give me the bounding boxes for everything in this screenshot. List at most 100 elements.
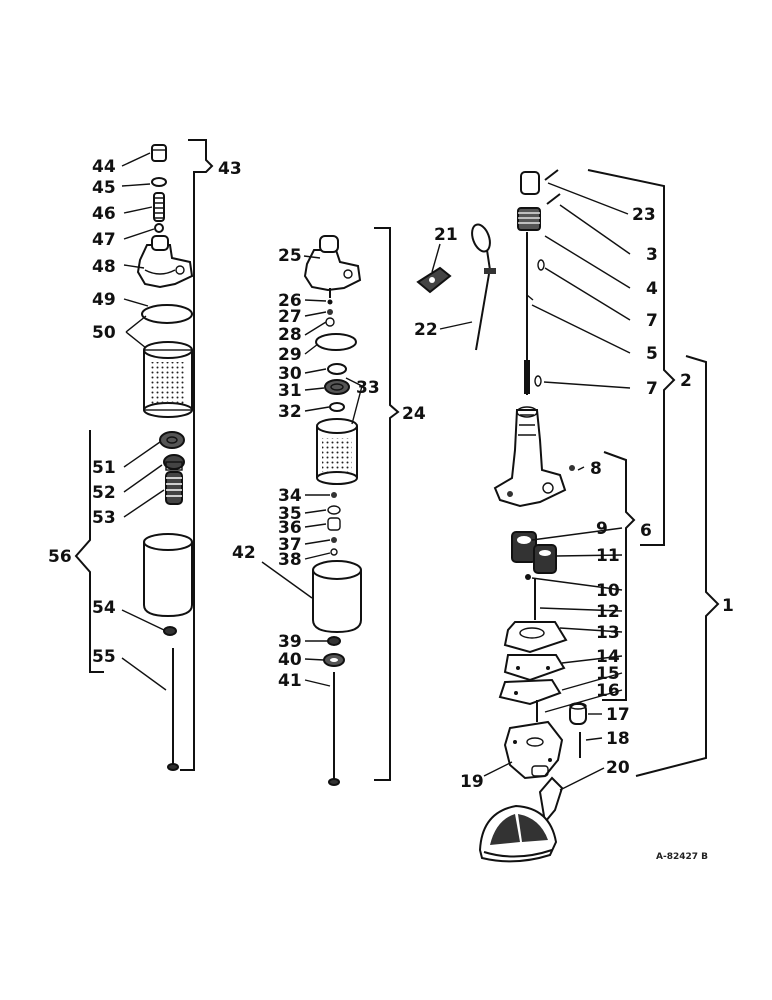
pump-body xyxy=(493,406,567,508)
part-4-gear xyxy=(517,207,541,231)
label-46: 46 xyxy=(92,204,116,224)
part-38-seal xyxy=(330,548,338,556)
part-11-gear xyxy=(533,544,557,574)
middle-filter-assembly xyxy=(303,235,362,786)
part-37-ball xyxy=(331,537,337,543)
part-34-washer xyxy=(331,492,337,498)
label-39: 39 xyxy=(278,632,302,652)
label-33: 33 xyxy=(356,378,380,398)
part-50-filter-element xyxy=(143,341,193,418)
label-40: 40 xyxy=(278,650,302,670)
label-5: 5 xyxy=(646,344,658,364)
label-11: 11 xyxy=(596,546,620,566)
part-49-gasket xyxy=(141,304,193,324)
left-filter-assembly xyxy=(136,144,194,771)
label-34: 34 xyxy=(278,486,302,506)
part-52-retainer xyxy=(163,454,185,471)
part-22-dipstick xyxy=(471,223,496,351)
label-7-lower: 7 xyxy=(646,379,658,399)
label-54: 54 xyxy=(92,598,116,618)
leader-lines xyxy=(121,152,631,791)
label-15: 15 xyxy=(596,664,620,684)
label-21: 21 xyxy=(434,225,458,245)
label-13: 13 xyxy=(596,623,620,643)
part-14-plate xyxy=(503,654,566,682)
label-18: 18 xyxy=(606,729,630,749)
label-43: 43 xyxy=(218,159,242,179)
part-44-plug xyxy=(151,144,167,162)
part-7-pin-lower xyxy=(534,375,542,387)
label-9: 9 xyxy=(596,519,608,539)
label-7-upper: 7 xyxy=(646,311,658,331)
part-45-washer xyxy=(151,177,167,187)
label-1: 1 xyxy=(722,596,734,616)
part-42-shell xyxy=(312,560,362,634)
label-52: 52 xyxy=(92,483,116,503)
label-16: 16 xyxy=(596,681,620,701)
label-24: 24 xyxy=(402,404,426,424)
label-20: 20 xyxy=(606,758,630,778)
part-55-bolt xyxy=(167,648,179,771)
part-41-bolt xyxy=(328,672,340,786)
label-49: 49 xyxy=(92,290,116,310)
label-56: 56 xyxy=(48,547,72,567)
label-17: 17 xyxy=(606,705,630,725)
label-35: 35 xyxy=(278,504,302,524)
part-35-retainer xyxy=(327,505,341,515)
label-27: 27 xyxy=(278,307,302,327)
callout-labels: 44 45 46 47 48 49 50 51 52 53 56 54 55 4… xyxy=(48,157,734,862)
part-17-plug xyxy=(569,702,587,725)
right-pump-assembly xyxy=(478,169,587,863)
part-20-oil-screen xyxy=(478,776,564,863)
part-5-shaft xyxy=(524,232,534,395)
label-32: 32 xyxy=(278,402,302,422)
part-25-filter-head xyxy=(303,235,362,298)
label-51: 51 xyxy=(92,458,116,478)
part-29-gasket xyxy=(315,333,357,351)
label-6: 6 xyxy=(640,521,652,541)
part-31-seal xyxy=(324,379,350,395)
label-14: 14 xyxy=(596,647,620,667)
part-33-filter-element xyxy=(316,418,358,485)
brackets xyxy=(74,139,720,781)
part-39-washer xyxy=(327,636,341,646)
label-44: 44 xyxy=(92,157,116,177)
part-36-spring xyxy=(327,517,341,531)
part-13-gasket xyxy=(503,621,568,654)
part-56-shell xyxy=(143,533,193,618)
part-46-spring xyxy=(153,192,165,222)
label-10: 10 xyxy=(596,581,620,601)
part-47-ball xyxy=(154,223,164,233)
part-32-seal xyxy=(329,402,345,412)
dipstick-group xyxy=(416,223,496,351)
part-51-washer xyxy=(159,431,185,449)
label-4: 4 xyxy=(646,279,658,299)
label-47: 47 xyxy=(92,230,116,250)
part-40-seal xyxy=(323,653,345,667)
label-8: 8 xyxy=(590,459,602,479)
part-53-spring xyxy=(165,471,183,505)
part-28-spring xyxy=(325,317,335,327)
part-19-cover xyxy=(503,720,564,780)
part-54-washer xyxy=(163,626,177,636)
part-7-pin-upper xyxy=(537,259,545,271)
label-2: 2 xyxy=(680,371,692,391)
label-26: 26 xyxy=(278,291,302,311)
label-19: 19 xyxy=(460,772,484,792)
label-30: 30 xyxy=(278,364,302,384)
part-23-gear xyxy=(520,169,559,195)
label-41: 41 xyxy=(278,671,302,691)
label-12: 12 xyxy=(596,602,620,622)
label-22: 22 xyxy=(414,320,438,340)
label-23: 23 xyxy=(632,205,656,225)
label-28: 28 xyxy=(278,325,302,345)
part-3-pin xyxy=(546,193,561,205)
part-27-ball xyxy=(327,309,333,315)
part-48-filter-base xyxy=(136,235,194,289)
label-48: 48 xyxy=(92,257,116,277)
part-21-clip xyxy=(416,266,452,294)
label-55: 55 xyxy=(92,647,116,667)
label-3: 3 xyxy=(646,245,658,265)
label-25: 25 xyxy=(278,246,302,266)
label-38: 38 xyxy=(278,550,302,570)
